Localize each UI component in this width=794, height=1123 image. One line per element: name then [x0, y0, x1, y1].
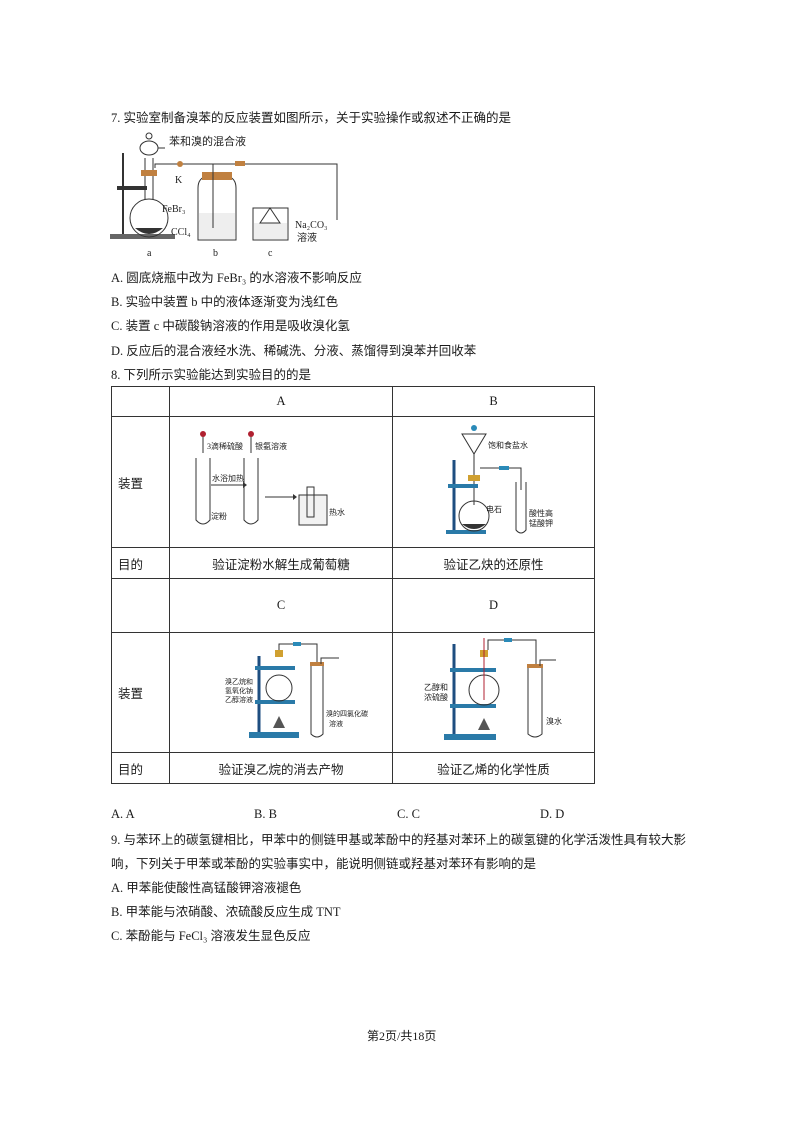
figure-b: 饱和食盐水 电石 酸性高 锰酸钾: [445, 425, 553, 534]
purpose-a: 验证淀粉水解生成葡萄糖: [169, 547, 393, 579]
figure-d: 乙醇和 浓硫酸 溴水: [424, 637, 562, 740]
label-a: a: [147, 248, 152, 259]
q9-option-a: A. 甲苯能使酸性高锰酸钾溶液褪色: [111, 881, 302, 895]
table-header-c: C: [169, 578, 393, 633]
q8-option-c: C. C: [397, 807, 420, 821]
label-na2co3: Na₂CO₃: [295, 220, 328, 231]
row-label-device-2: 装置: [111, 632, 170, 753]
label-hot-water: 热水: [329, 507, 345, 517]
q8-option-d: D. D: [540, 807, 565, 821]
q7-option-b: B. 实验中装置 b 中的液体逐渐变为浅红色: [111, 295, 339, 309]
row-label-device: 装置: [111, 416, 170, 548]
row-label-purpose-2: 目的: [111, 752, 170, 784]
label-acid: 3滴稀硫酸: [207, 441, 243, 451]
figure-c: 溴乙烷和 氢氧化钠 乙醇溶液 溴的四氯化碳 溶液: [225, 641, 368, 738]
q9-stem-line1: 9. 与苯环上的碳氢键相比，甲苯中的侧链甲基或苯酚中的羟基对苯环上的碳氢键的化学…: [111, 833, 687, 847]
label-d-r1: 溴水: [546, 716, 562, 726]
table-header-b: B: [392, 386, 595, 417]
figure-b-cell: 饱和食盐水 电石 酸性高 锰酸钾: [392, 416, 595, 548]
label-b: b: [213, 248, 218, 259]
purpose-d: 验证乙烯的化学性质: [392, 752, 595, 784]
purpose-b: 验证乙炔的还原性: [392, 547, 595, 579]
q7-stem: 7. 实验室制备溴苯的反应装置如图所示，关于实验操作或叙述不正确的是: [111, 111, 512, 125]
label-c-r1: 溴的四氯化碳: [326, 709, 368, 718]
q7-option-a: A. 圆底烧瓶中改为 FeBr₃ 的水溶液不影响反应: [111, 271, 362, 285]
q8-table: A B 装置 3滴稀硫酸 银氨溶液 水浴加热 淀粉: [111, 386, 595, 784]
figure-a-cell: 3滴稀硫酸 银氨溶液 水浴加热 淀粉 热水: [169, 416, 393, 548]
label-silver: 银氨溶液: [255, 441, 287, 451]
table-header-a: A: [169, 386, 393, 417]
label-brine: 饱和食盐水: [488, 440, 528, 450]
q9-option-c: C. 苯酚能与 FeCl₃ 溶液发生显色反应: [111, 929, 311, 943]
label-kmno4-1: 酸性高: [529, 508, 553, 518]
label-carbide: 电石: [486, 504, 502, 514]
purpose-c: 验证溴乙烷的消去产物: [169, 752, 393, 784]
q7-apparatus-figure: 苯和溴的混合液 K FeBr₃ CCl₄ Na₂CO₃ 溶液 a b c: [110, 132, 338, 259]
q8-stem: 8. 下列所示实验能达到实验目的的是: [111, 368, 312, 382]
figure-a: 3滴稀硫酸 银氨溶液 水浴加热 淀粉 热水: [195, 431, 345, 526]
label-bath: 水浴加热: [212, 473, 244, 483]
table-header-empty: [111, 386, 170, 417]
table-header-empty-2: [111, 578, 170, 633]
label-c: c: [268, 248, 273, 259]
q7-option-d: D. 反应后的混合液经水洗、稀碱洗、分液、蒸馏得到溴苯并回收苯: [111, 344, 477, 358]
label-starch: 淀粉: [211, 511, 227, 521]
figure-c-cell: 溴乙烷和 氢氧化钠 乙醇溶液 溴的四氯化碳 溶液: [169, 632, 393, 753]
table-header-d: D: [392, 578, 595, 633]
label-febr3: FeBr₃: [162, 204, 186, 215]
q9-option-b: B. 甲苯能与浓硝酸、浓硫酸反应生成 TNT: [111, 905, 341, 919]
row-label-purpose: 目的: [111, 547, 170, 579]
q8-option-a: A. A: [111, 807, 135, 821]
page-footer: 第2页/共18页: [367, 1029, 437, 1043]
label-c-l1: 溴乙烷和: [225, 677, 253, 686]
label-ccl4: CCl₄: [171, 227, 191, 238]
label-d-l2: 浓硫酸: [424, 692, 448, 702]
label-c-l2: 氢氧化钠: [225, 686, 253, 695]
label-d-l1: 乙醇和: [424, 682, 448, 692]
label-mix: 苯和溴的混合液: [169, 134, 246, 148]
figure-d-cell: 乙醇和 浓硫酸 溴水: [392, 632, 595, 753]
label-kmno4-2: 锰酸钾: [529, 518, 553, 528]
label-solution: 溶液: [297, 231, 317, 244]
q8-option-b: B. B: [254, 807, 277, 821]
q7-option-c: C. 装置 c 中碳酸钠溶液的作用是吸收溴化氢: [111, 319, 350, 333]
label-c-r2: 溶液: [329, 719, 343, 728]
label-c-l3: 乙醇溶液: [225, 695, 253, 704]
label-k: K: [175, 175, 183, 186]
q9-stem-line2: 响，下列关于甲苯或苯酚的实验事实中，能说明侧链或羟基对苯环有影响的是: [111, 857, 537, 871]
